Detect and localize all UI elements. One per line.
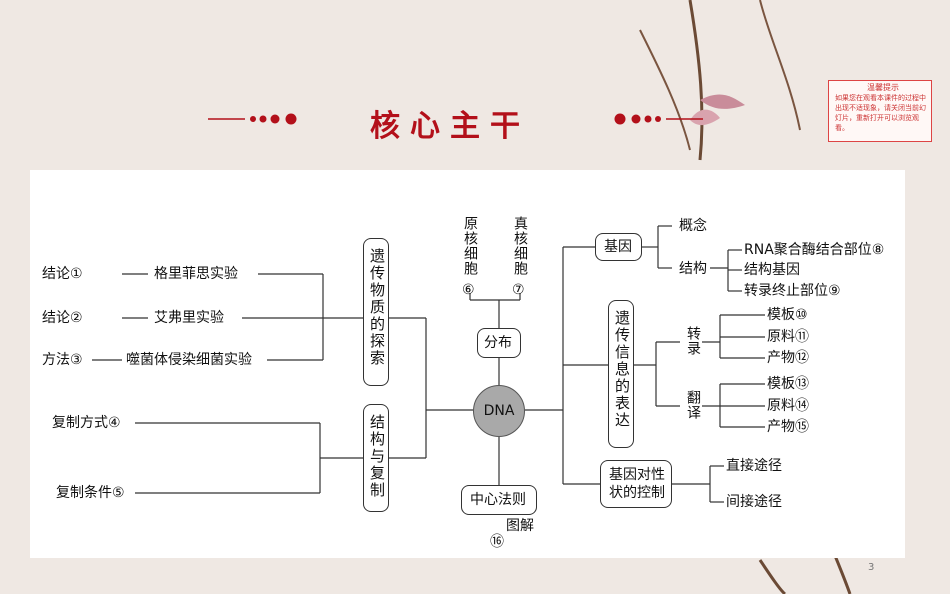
transcription-label: 转录 bbox=[685, 326, 701, 356]
gene-box bbox=[595, 233, 642, 261]
dogma-label: 中心法则 bbox=[470, 492, 526, 508]
conclusion-2-label: 结论② bbox=[42, 310, 83, 326]
eukaryote-label: 真核细胞 bbox=[512, 216, 528, 276]
translation-template: 模板⑬ bbox=[767, 376, 809, 392]
transcription-template: 模板⑩ bbox=[767, 307, 808, 323]
prokaryote-number: ⑥ bbox=[462, 282, 475, 298]
transcription-material: 原料⑪ bbox=[767, 329, 809, 345]
structure-box bbox=[363, 404, 389, 512]
translation-product: 产物⑮ bbox=[767, 419, 809, 435]
explore-box bbox=[363, 238, 389, 386]
distribution-box bbox=[477, 328, 521, 358]
distribution-label: 分布 bbox=[484, 335, 512, 351]
expression-box-label: 遗传信息的表达 bbox=[613, 310, 631, 429]
concept-map: 结论① 格里菲思实验 结论② 艾弗里实验 方法③ 噬菌体侵染细菌实验 复制方式④… bbox=[30, 170, 905, 558]
indirect-pathway-label: 间接途径 bbox=[726, 494, 782, 510]
hint-box: 温馨提示 如果您在观看本课件的过程中出现不适现象，请关闭当前幻灯片，重新打开可以… bbox=[828, 80, 932, 142]
page-number: 3 bbox=[868, 562, 875, 573]
hint-text: 如果您在观看本课件的过程中出现不适现象，请关闭当前幻灯片，重新打开可以浏览观看。 bbox=[835, 94, 926, 132]
translation-label: 翻译 bbox=[685, 390, 701, 420]
phage-experiment-label: 噬菌体侵染细菌实验 bbox=[126, 352, 252, 368]
dogma-number: ⑯ bbox=[490, 534, 504, 550]
avery-experiment-label: 艾弗里实验 bbox=[154, 310, 224, 326]
dogma-figure-label: 图解 bbox=[506, 518, 534, 534]
translation-material: 原料⑭ bbox=[767, 398, 809, 414]
replication-condition-label: 复制条件⑤ bbox=[56, 485, 125, 501]
structural-gene-label: 结构基因 bbox=[744, 262, 800, 278]
gene-label: 基因 bbox=[604, 239, 632, 255]
termination-site-label: 转录终止部位⑨ bbox=[744, 283, 841, 299]
transcription-product: 产物⑫ bbox=[767, 350, 809, 366]
replication-mode-label: 复制方式④ bbox=[52, 415, 121, 431]
direct-pathway-label: 直接途径 bbox=[726, 458, 782, 474]
control-box bbox=[600, 460, 672, 508]
eukaryote-number: ⑦ bbox=[512, 282, 525, 298]
conclusion-1-label: 结论① bbox=[42, 266, 83, 282]
control-label: 基因对性状的控制 bbox=[609, 467, 665, 501]
griffith-experiment-label: 格里菲思实验 bbox=[154, 266, 238, 282]
prokaryote-label: 原核细胞 bbox=[462, 216, 478, 276]
gene-structure-label: 结构 bbox=[679, 261, 707, 277]
dna-node: DNA bbox=[473, 385, 525, 437]
rna-site-label: RNA聚合酶结合部位⑧ bbox=[744, 242, 885, 258]
method-3-label: 方法③ bbox=[42, 352, 83, 368]
expression-box bbox=[608, 300, 634, 448]
page-title: 核心主干 bbox=[370, 109, 530, 144]
hint-title: 温馨提示 bbox=[867, 83, 899, 92]
connector-lines bbox=[92, 225, 765, 503]
dogma-box bbox=[461, 485, 537, 515]
explore-box-label: 遗传物质的探索 bbox=[368, 248, 386, 367]
gene-concept-label: 概念 bbox=[679, 218, 707, 234]
structure-box-label: 结构与复制 bbox=[368, 414, 386, 499]
title-decoration bbox=[208, 113, 703, 125]
